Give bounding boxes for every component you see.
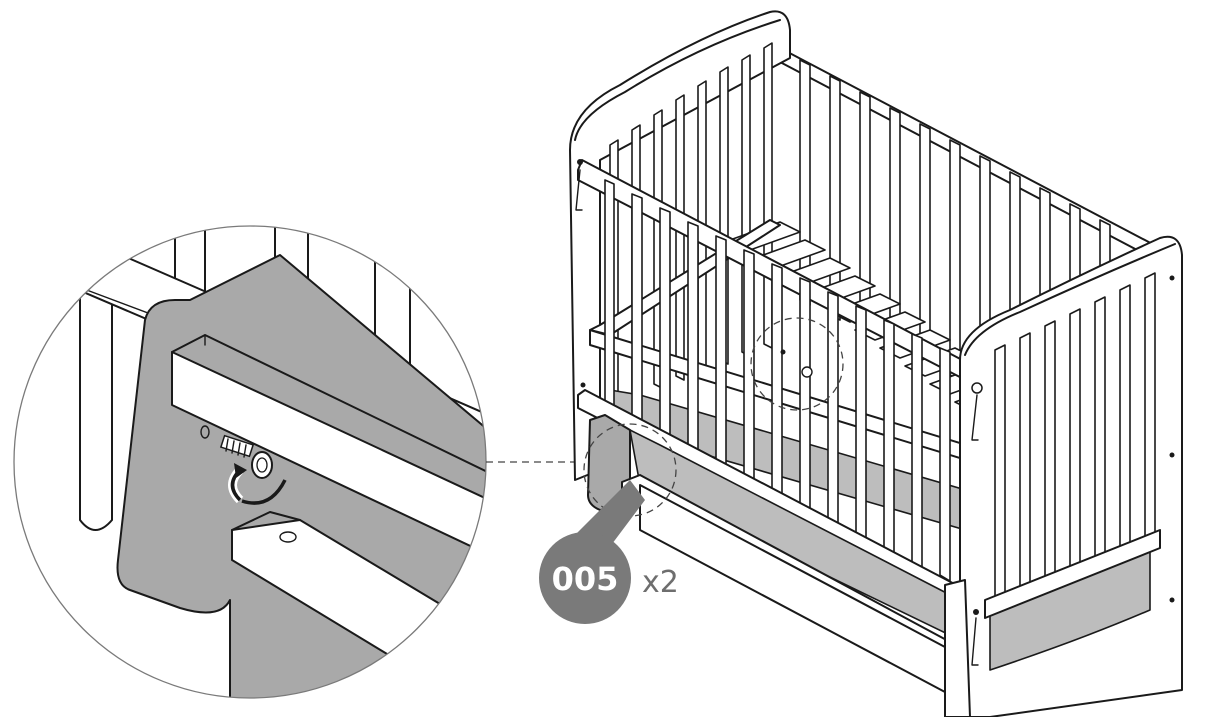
left-headboard: [569, 10, 791, 481]
screw-005-icon: [219, 434, 273, 479]
left-leg-board: [587, 414, 631, 511]
zoom-screw-hole: [200, 425, 210, 439]
part-number-label: 005: [552, 560, 619, 598]
front-spindles: [604, 179, 951, 582]
part-callout: 005 x2: [539, 480, 679, 624]
inner-joint-marker: [750, 317, 844, 411]
corner-bolts: [575, 159, 1175, 666]
part-badge: [539, 532, 631, 624]
part-quantity-label: x2: [642, 565, 679, 600]
footboard-spindles: [994, 272, 1156, 606]
footboard-lower-panel: [989, 547, 1151, 671]
detail-zoom-view: [19, 226, 486, 698]
crib-drawing: [569, 10, 1183, 717]
zoom-side-rail: [171, 351, 486, 561]
rotate-clockwise-arrow-icon: [228, 463, 287, 505]
